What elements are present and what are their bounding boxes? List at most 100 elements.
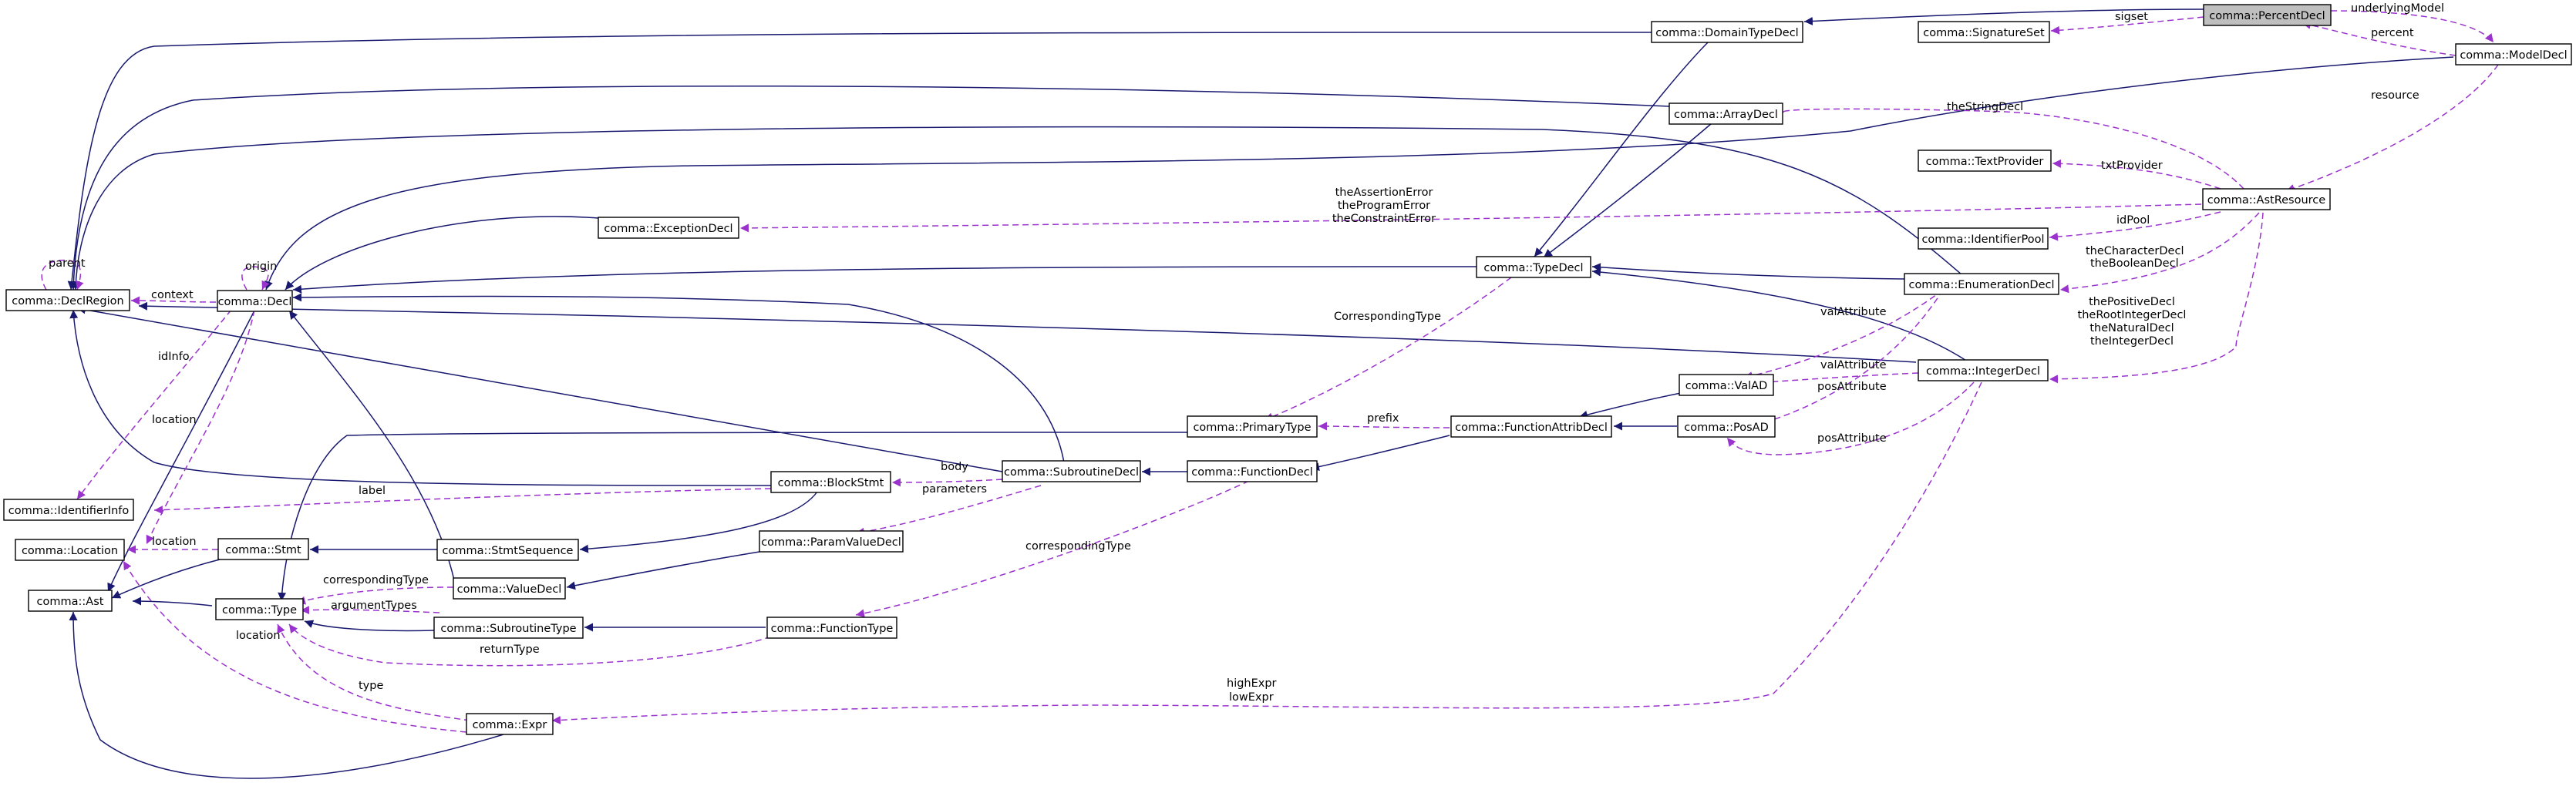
node-decl-region-label: comma::DeclRegion	[12, 295, 123, 307]
label-corresponding-type-fn: correspondingType	[1025, 540, 1131, 553]
node-signature-set[interactable]: comma::SignatureSet	[1918, 21, 2050, 43]
node-identifier-info[interactable]: comma::IdentifierInfo	[3, 499, 134, 521]
node-value-decl-label: comma::ValueDecl	[457, 583, 562, 596]
edge-valuedecl-decl	[288, 310, 456, 584]
node-exception-decl[interactable]: comma::ExceptionDecl	[598, 217, 739, 239]
label-integers-3: theNaturalDecl	[2089, 322, 2174, 334]
node-pos-ad[interactable]: comma::PosAD	[1677, 415, 1776, 438]
node-percent-decl[interactable]: comma::PercentDecl	[2203, 4, 2332, 26]
edge-astresource-identifierpool	[2049, 211, 2221, 241]
label-high-expr: highExpr	[1227, 677, 1277, 690]
edge-blockstmt-stmtsequence	[579, 491, 818, 553]
edge-decl-ast	[107, 310, 255, 593]
node-domain-type-decl[interactable]: comma::DomainTypeDecl	[1651, 21, 1803, 43]
label-underlying-model: underlyingModel	[2351, 2, 2444, 15]
node-primary-type-label: comma::PrimaryType	[1193, 422, 1311, 434]
edge-valad-functionattribdecl	[1578, 392, 1682, 419]
edge-functiondecl-functiontype	[855, 480, 1250, 618]
edge-astresource-integerdecl	[2049, 212, 2264, 384]
edge-primarytype-type	[278, 432, 1188, 602]
node-array-decl[interactable]: comma::ArrayDecl	[1669, 102, 1783, 125]
node-text-provider-label: comma::TextProvider	[1926, 156, 2044, 168]
node-function-type[interactable]: comma::FunctionType	[766, 617, 897, 639]
node-text-provider[interactable]: comma::TextProvider	[1918, 150, 2052, 172]
edge-modeldecl-decl	[264, 56, 2454, 291]
label-corresponding-type-upper: CorrespondingType	[1334, 311, 1441, 323]
edge-percentdecl-modeldecl	[2330, 10, 2494, 43]
edge-subroutinedecl-paramvaluedecl	[855, 485, 1042, 536]
label-exception-2: theProgramError	[1338, 200, 1430, 212]
node-expr[interactable]: comma::Expr	[466, 713, 554, 735]
label-body: body	[941, 461, 968, 473]
node-type-decl[interactable]: comma::TypeDecl	[1476, 256, 1591, 278]
label-resource: resource	[2371, 89, 2419, 102]
node-expr-label: comma::Expr	[473, 719, 547, 731]
edge-subroutinetype-type	[304, 620, 435, 632]
node-signature-set-label: comma::SignatureSet	[1923, 27, 2045, 39]
node-param-value-decl[interactable]: comma::ParamValueDecl	[759, 530, 904, 553]
node-identifier-info-label: comma::IdentifierInfo	[8, 505, 130, 517]
node-array-decl-label: comma::ArrayDecl	[1674, 109, 1778, 121]
node-type-decl-label: comma::TypeDecl	[1483, 262, 1583, 274]
edge-expr-type	[277, 623, 471, 721]
node-decl-label: comma::Decl	[218, 296, 292, 308]
node-function-attrib-decl[interactable]: comma::FunctionAttribDecl	[1450, 415, 1612, 438]
node-type[interactable]: comma::Type	[215, 598, 304, 620]
label-type: type	[359, 680, 383, 692]
edge-astresource-textprovider	[2052, 159, 2221, 190]
node-primary-type[interactable]: comma::PrimaryType	[1187, 415, 1318, 438]
node-type-label: comma::Type	[222, 604, 297, 617]
edge-percentdecl-signatureset	[2050, 16, 2204, 35]
node-stmt-label: comma::Stmt	[225, 544, 301, 556]
nodes: comma::PercentDecl comma::ModelDecl comm…	[3, 4, 2572, 735]
edge-domaintypedecl-declregion	[67, 32, 1652, 291]
node-ast-resource[interactable]: comma::AstResource	[2202, 188, 2331, 210]
node-value-decl[interactable]: comma::ValueDecl	[453, 577, 566, 600]
node-decl-region[interactable]: comma::DeclRegion	[5, 289, 130, 311]
label-location-expr: location	[236, 630, 281, 642]
node-val-ad[interactable]: comma::ValAD	[1679, 374, 1774, 396]
node-block-stmt[interactable]: comma::BlockStmt	[770, 471, 891, 493]
node-model-decl[interactable]: comma::ModelDecl	[2455, 43, 2572, 66]
label-integers-1: thePositiveDecl	[2089, 296, 2175, 308]
edge-modeldecl-percentdecl	[2302, 21, 2456, 56]
node-location[interactable]: comma::Location	[15, 539, 125, 561]
edge-decl-identifierinfo	[76, 309, 232, 500]
label-percent: percent	[2371, 27, 2414, 39]
edge-type-ast	[132, 596, 213, 607]
node-integer-decl-label: comma::IntegerDecl	[1926, 365, 2040, 378]
edge-decl-declregion	[130, 296, 217, 305]
node-decl[interactable]: comma::Decl	[217, 290, 293, 312]
node-model-decl-label: comma::ModelDecl	[2460, 49, 2567, 62]
node-integer-decl[interactable]: comma::IntegerDecl	[1918, 359, 2049, 381]
edge-enumerationdecl-typedecl	[1591, 263, 1905, 280]
label-exception-3: theConstraintError	[1332, 213, 1436, 225]
label-context: context	[151, 289, 194, 301]
inheritance-edges	[67, 8, 2454, 779]
node-subroutine-decl[interactable]: comma::SubroutineDecl	[1002, 460, 1141, 482]
node-stmt-sequence[interactable]: comma::StmtSequence	[436, 539, 579, 561]
edge-exceptiondecl-decl	[285, 216, 599, 291]
label-argument-types: argumentTypes	[331, 600, 417, 612]
node-identifier-pool[interactable]: comma::IdentifierPool	[1918, 227, 2049, 250]
usage-edges	[41, 10, 2499, 733]
node-stmt[interactable]: comma::Stmt	[217, 538, 309, 560]
node-function-decl[interactable]: comma::FunctionDecl	[1187, 460, 1318, 482]
label-pos-attribute-1: posAttribute	[1817, 381, 1887, 393]
node-ast[interactable]: comma::Ast	[28, 590, 113, 612]
label-txt-provider: txtProvider	[2101, 160, 2163, 172]
node-subroutine-type[interactable]: comma::SubroutineType	[433, 617, 584, 639]
node-enumeration-decl[interactable]: comma::EnumerationDecl	[1904, 273, 2059, 295]
edge-arraydecl-typedecl	[1543, 123, 1712, 258]
label-location-decl: location	[152, 414, 197, 426]
edge-typedecl-primarytype	[1264, 277, 1512, 421]
edge-astresource-exceptiondecl	[739, 203, 2202, 233]
node-subroutine-type-label: comma::SubroutineType	[440, 623, 576, 635]
label-low-expr: lowExpr	[1229, 691, 1274, 704]
edge-decl-decl-origin	[241, 266, 270, 291]
node-pos-ad-label: comma::PosAD	[1684, 422, 1769, 434]
edge-integerdecl-valad	[1743, 372, 1919, 388]
node-function-attrib-decl-label: comma::FunctionAttribDecl	[1455, 422, 1608, 434]
edge-expr-ast	[69, 611, 504, 779]
